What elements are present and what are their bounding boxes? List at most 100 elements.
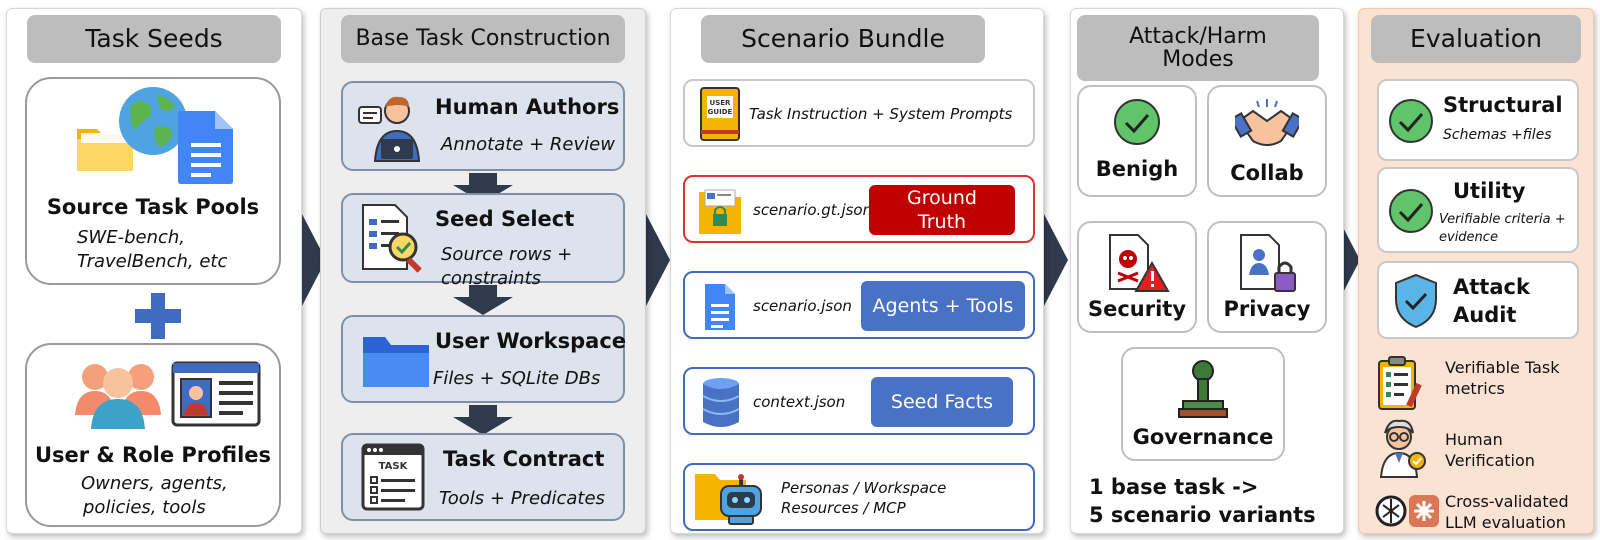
task-document-icon: TASK <box>361 443 425 511</box>
stamp-gavel-icon <box>1178 360 1228 418</box>
source-task-pools-box: Source Task Pools SWE-bench, TravelBench… <box>25 77 281 285</box>
step-human-authors-title: Human Authors <box>435 95 620 119</box>
google-doc-icon <box>178 111 233 184</box>
task-seeds-header: Task Seeds <box>27 15 281 63</box>
mode-benign: Benigh <box>1077 85 1197 197</box>
evaluation-panel: Evaluation Structural Schemas +files Uti… <box>1358 8 1594 534</box>
eval-attack-audit-title: Attack Audit <box>1453 275 1530 327</box>
bundle-row-ground-truth-label: scenario.gt.json <box>753 201 873 219</box>
step-seed-select-sub: Source rows + constraints <box>441 244 573 289</box>
handshake-icon <box>1235 99 1299 146</box>
variants-note-line1: 1 base task -> <box>1089 475 1259 499</box>
eval-utility-title: Utility <box>1453 179 1526 203</box>
scenario-bundle-header: Scenario Bundle <box>701 15 985 63</box>
metric-verifiable-task-label: Verifiable Task metrics <box>1445 358 1560 398</box>
svg-text:TASK: TASK <box>379 461 409 472</box>
check-circle-icon <box>1389 189 1433 233</box>
eval-structural: Structural Schemas +files <box>1377 79 1579 161</box>
step-user-workspace-sub: Files + SQLite DBs <box>433 368 601 389</box>
mode-collab: Collab <box>1207 85 1327 197</box>
bundle-row-context-label: context.json <box>753 393 846 411</box>
mode-collab-label: Collab <box>1230 161 1304 185</box>
step-user-workspace-title: User Workspace <box>435 329 627 353</box>
variants-note-line2: 5 scenario variants <box>1089 503 1316 527</box>
attack-harm-modes-panel: Attack/Harm Modes Benigh Collab Security <box>1070 8 1344 534</box>
user-role-profiles-box: User & Role Profiles Owners, agents, pol… <box>25 343 281 527</box>
folder-icon <box>363 337 429 387</box>
eval-attack-audit: Attack Audit <box>1377 261 1579 339</box>
bundle-row-personas: Personas / Workspace Resources / MCP <box>683 463 1035 531</box>
source-task-pools-sub2: TravelBench, etc <box>77 251 228 272</box>
attack-harm-modes-header: Attack/Harm Modes <box>1077 15 1319 81</box>
mode-benign-label: Benigh <box>1095 157 1179 181</box>
folder-icon <box>77 129 133 171</box>
globe-icon <box>119 87 187 155</box>
mode-security-label: Security <box>1087 297 1187 321</box>
flow-arrow-1 <box>302 214 326 306</box>
source-task-pools-title: Source Task Pools <box>46 195 260 219</box>
ground-truth-pill: Ground Truth <box>869 185 1015 235</box>
human-author-icon <box>358 96 421 162</box>
locked-folder-icon <box>699 189 741 234</box>
bundle-row-scenario: scenario.json Agents + Tools <box>683 271 1035 339</box>
user-role-profiles-sub2: policies, tools <box>83 497 206 518</box>
step-user-workspace: User Workspace Files + SQLite DBs <box>341 315 627 403</box>
svg-text:USER: USER <box>710 99 732 107</box>
step-task-contract-title: Task Contract <box>443 447 605 471</box>
eval-utility: Utility Verifiable criteria + evidence <box>1377 167 1579 253</box>
plus-icon <box>135 293 181 339</box>
step-task-contract: TASK Task Contract Tools + Predicates <box>341 433 625 521</box>
bundle-row-personas-label1: Personas / Workspace <box>781 479 947 497</box>
checklist-magnifier-icon <box>362 204 422 273</box>
bundle-row-instructions: USER GUIDE Task Instruction + System Pro… <box>683 79 1035 147</box>
check-circle-icon <box>1389 99 1433 143</box>
eval-utility-sub: Verifiable criteria + evidence <box>1439 212 1566 245</box>
mode-privacy: Privacy <box>1207 221 1327 333</box>
bundle-row-scenario-label: scenario.json <box>753 297 852 315</box>
eval-structural-sub: Schemas +files <box>1443 127 1552 143</box>
base-task-construction-panel: Base Task Construction Human Authors Ann… <box>320 8 646 534</box>
flow-arrow-3 <box>1044 214 1068 306</box>
source-task-pools-sub1: SWE-bench, <box>77 227 186 248</box>
clipboard-checklist-icon <box>1378 356 1422 410</box>
svg-text:GUIDE: GUIDE <box>708 108 733 116</box>
robot-folder-icon <box>695 474 762 525</box>
bundle-row-context: context.json Seed Facts <box>683 367 1035 435</box>
mode-governance: Governance <box>1121 347 1285 461</box>
flow-arrow-2 <box>646 214 670 306</box>
llm-logos-icon <box>1375 495 1439 527</box>
bundle-row-ground-truth: scenario.gt.json Ground Truth <box>683 175 1035 243</box>
eval-structural-title: Structural <box>1443 93 1563 117</box>
check-circle-icon <box>1114 99 1160 145</box>
mode-security: Security <box>1077 221 1197 333</box>
mode-governance-label: Governance <box>1132 425 1274 449</box>
seed-facts-pill: Seed Facts <box>871 377 1013 427</box>
step-task-contract-sub: Tools + Predicates <box>439 488 605 509</box>
user-document-lock-icon <box>1240 234 1296 292</box>
metric-human-verification-label: Human Verification <box>1445 430 1535 470</box>
document-icon <box>705 284 735 330</box>
shield-check-icon <box>1395 273 1437 329</box>
user-guide-book-icon: USER GUIDE <box>700 87 740 141</box>
step-human-authors-sub: Annotate + Review <box>441 134 615 155</box>
down-arrow-3 <box>453 405 513 435</box>
id-card-icon <box>171 361 261 427</box>
skull-document-warning-icon <box>1109 234 1170 292</box>
step-human-authors: Human Authors Annotate + Review <box>341 81 625 171</box>
bundle-row-instructions-label: Task Instruction + System Prompts <box>749 105 1013 123</box>
scenario-bundle-panel: Scenario Bundle USER GUIDE Task Instruct… <box>670 8 1044 534</box>
evaluation-header: Evaluation <box>1371 15 1581 63</box>
user-role-profiles-title: User & Role Profiles <box>34 443 272 467</box>
scientist-icon <box>1379 419 1426 478</box>
step-seed-select: Seed Select Source rows + constraints <box>341 193 625 289</box>
base-task-construction-header: Base Task Construction <box>341 15 625 63</box>
bundle-row-personas-label2: Resources / MCP <box>781 499 906 517</box>
database-icon <box>702 378 740 427</box>
metric-llm-evaluation-label: Cross-validated LLM evaluation <box>1445 492 1569 532</box>
task-seeds-panel: Task Seeds Source Task Pools SWE-bench, … <box>6 8 302 534</box>
user-role-profiles-sub1: Owners, agents, <box>81 473 228 494</box>
mode-privacy-label: Privacy <box>1223 297 1311 321</box>
step-seed-select-title: Seed Select <box>435 207 575 231</box>
down-arrow-2 <box>453 285 513 315</box>
agents-tools-pill: Agents + Tools <box>861 281 1025 331</box>
